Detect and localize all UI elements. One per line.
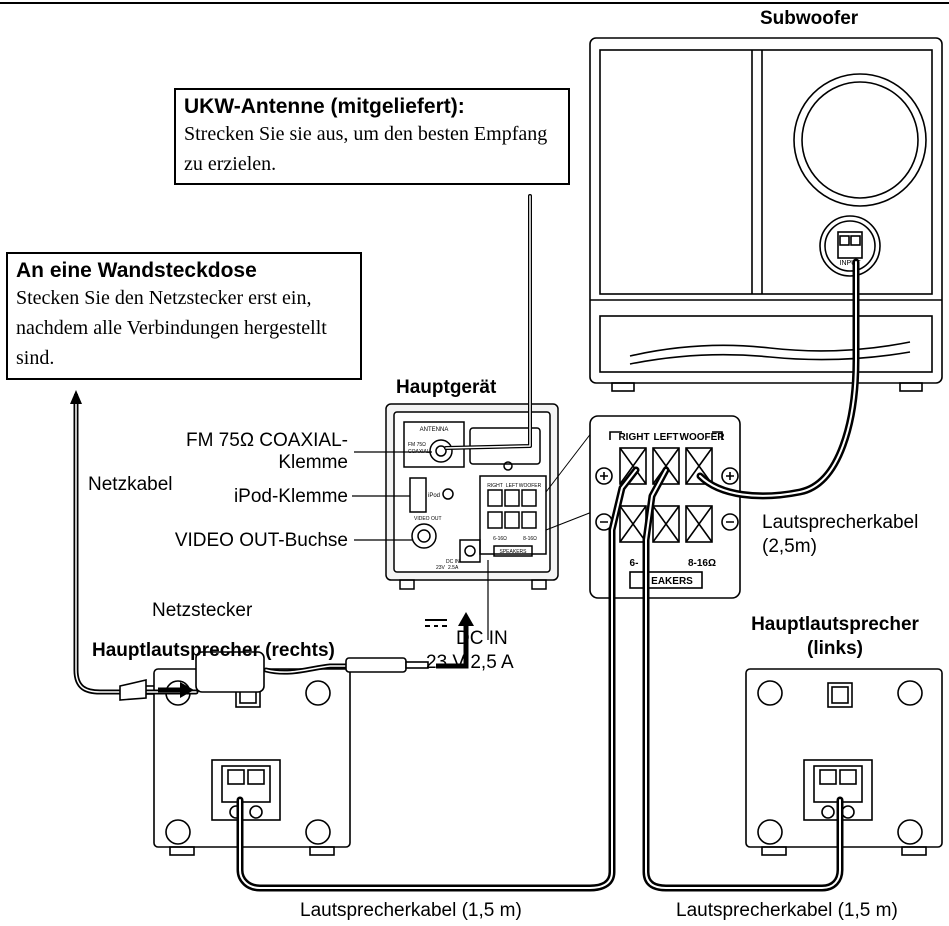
outlet-box-text: Stecken Sie den Netzstecker erst ein, na… bbox=[16, 287, 327, 369]
plug-arrow-head bbox=[180, 682, 194, 698]
cable-bottom-right-label: Lautsprecherkabel (1,5 m) bbox=[676, 900, 898, 921]
main-speaker-left-label-2: (links) bbox=[807, 638, 863, 659]
zoom-imp-high-text: 8-16Ω bbox=[688, 558, 716, 569]
zoom-left-text: LEFT bbox=[654, 432, 679, 443]
leader-lines bbox=[352, 451, 489, 640]
power-adapter bbox=[119, 651, 429, 701]
dc-symbol bbox=[425, 619, 447, 627]
fm-coaxial-label-2: Klemme bbox=[278, 452, 348, 473]
main-imp-low-text: 6-16Ω bbox=[493, 536, 507, 542]
speaker-terminal-zoom bbox=[589, 415, 741, 599]
main-speaker-right bbox=[153, 668, 351, 856]
ipod-label: iPod-Klemme bbox=[233, 486, 348, 507]
subwoofer-input-terminal bbox=[819, 215, 881, 277]
main-ipod-text: iPod bbox=[428, 493, 440, 499]
video-out-jack bbox=[411, 523, 437, 549]
main-unit-label: Hauptgerät bbox=[396, 377, 497, 398]
dc-arrow-head bbox=[458, 612, 474, 626]
outlet-info-box: An eine Wandsteckdose Stecken Sie den Ne… bbox=[6, 252, 362, 380]
cable-bottom-left-label: Lautsprecherkabel (1,5 m) bbox=[300, 900, 522, 921]
main-woofer-text: WOOFER bbox=[519, 483, 542, 489]
zoom-line-bottom bbox=[545, 511, 593, 531]
fm-coaxial-label-1: FM 75Ω COAXIAL- bbox=[185, 430, 348, 451]
zoom-woofer-text: WOOFER bbox=[680, 432, 726, 443]
dc-rating-label: 23 V 2,5 A bbox=[426, 652, 514, 673]
video-out-label: VIDEO OUT-Buchse bbox=[174, 530, 348, 551]
zoom-right-text: RIGHT bbox=[618, 432, 649, 443]
main-fm-text: FM 75Ω bbox=[408, 442, 426, 448]
ipod-port bbox=[409, 477, 427, 513]
main-speaker-left bbox=[745, 668, 943, 856]
main-video-text: VIDEO OUT bbox=[414, 516, 442, 522]
main-imp-high-text: 8-16Ω bbox=[523, 536, 537, 542]
main-speaker-right-label: Hauptlautsprecher (rechts) bbox=[92, 640, 335, 661]
main-left-text: LEFT bbox=[506, 483, 518, 489]
antenna-info-box: UKW-Antenne (mitgeliefert): Strecken Sie… bbox=[174, 88, 570, 185]
subwoofer-driver bbox=[793, 73, 927, 207]
main-speakers-text: SPEAKERS bbox=[500, 549, 528, 555]
main-unit bbox=[385, 403, 559, 590]
subwoofer bbox=[589, 37, 943, 392]
antenna-box-title: UKW-Antenne (mitgeliefert): bbox=[184, 95, 465, 118]
zoom-line-top bbox=[545, 431, 593, 493]
netzkabel-label: Netzkabel bbox=[88, 474, 173, 495]
dc-arrow bbox=[436, 622, 469, 669]
outlet-arrow-head bbox=[70, 390, 82, 404]
outlet-box-title: An eine Wandsteckdose bbox=[16, 259, 257, 282]
zoom-speakers-text: EAKERS bbox=[651, 576, 693, 587]
subwoofer-label: Subwoofer bbox=[760, 8, 859, 29]
fm-coaxial-jack bbox=[429, 439, 453, 463]
speaker-cable-sub-label-2: (2,5m) bbox=[762, 536, 817, 557]
dc-in-label: DC IN bbox=[456, 628, 508, 649]
zoom-imp-low-text: 6- bbox=[630, 558, 639, 569]
main-dc-rate-text: 2.5A bbox=[448, 565, 459, 571]
cables bbox=[73, 194, 860, 892]
main-dc-text: DC IN bbox=[446, 559, 460, 565]
main-antenna-text: ANTENNA bbox=[420, 427, 449, 433]
sub-input-text: INPUT bbox=[840, 260, 862, 267]
antenna-box-text: Strecken Sie sie aus, um den besten Empf… bbox=[184, 123, 548, 175]
netzstecker-label: Netzstecker bbox=[152, 600, 253, 621]
speaker-cable-sub-label-1: Lautsprecherkabel bbox=[762, 512, 919, 533]
main-right-text: RIGHT bbox=[487, 483, 503, 489]
main-speaker-left-label-1: Hauptlautsprecher bbox=[751, 614, 919, 635]
main-dc-volt-text: 23V bbox=[436, 565, 446, 571]
